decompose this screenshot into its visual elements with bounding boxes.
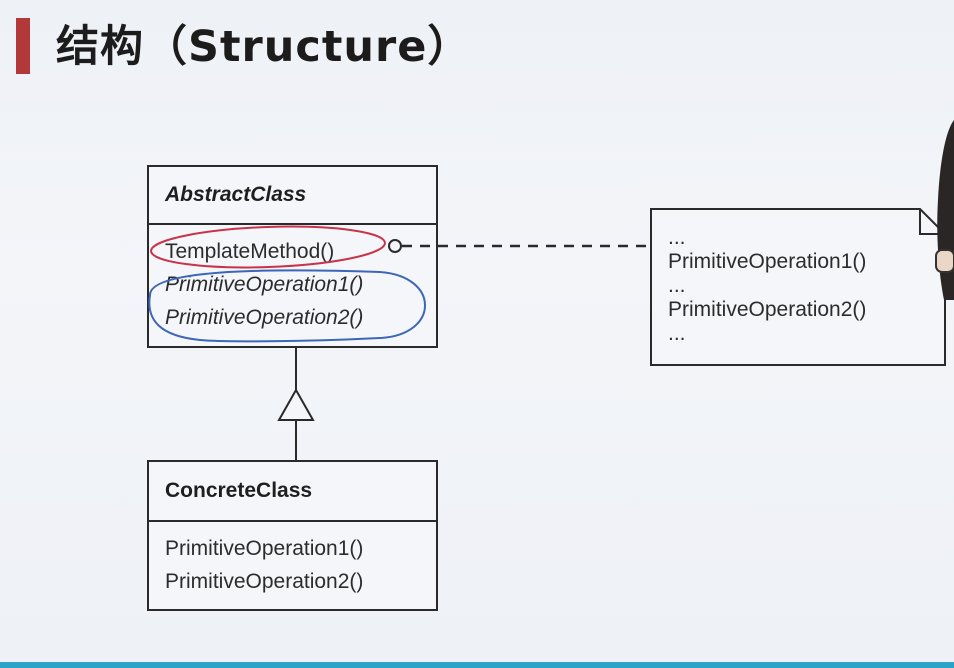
note-text: ... PrimitiveOperation1() ... PrimitiveO…: [668, 226, 866, 346]
bottom-strip: [0, 662, 954, 668]
blue-annotation-loop: [148, 269, 426, 343]
note-box: ... PrimitiveOperation1() ... PrimitiveO…: [650, 208, 946, 366]
concrete-class-operations: PrimitiveOperation1() PrimitiveOperation…: [149, 522, 436, 598]
abstract-class-box: AbstractClass TemplateMethod() Primitive…: [147, 165, 438, 348]
note-anchor-circle: [388, 239, 402, 253]
concrete-primitive-operation2-op: PrimitiveOperation2(): [165, 570, 364, 593]
slide-title: 结构（Structure）: [56, 22, 472, 72]
concrete-class-name: ConcreteClass: [149, 462, 436, 522]
note-line: PrimitiveOperation2(): [668, 298, 867, 321]
abstract-class-operations: TemplateMethod() PrimitiveOperation1() P…: [149, 225, 436, 334]
note-line: PrimitiveOperation1(): [668, 250, 867, 273]
primitive-operation2-op: PrimitiveOperation2(): [165, 306, 364, 329]
note-line: ...: [668, 226, 686, 249]
concrete-class-box: ConcreteClass PrimitiveOperation1() Prim…: [147, 460, 438, 611]
note-line: ...: [668, 274, 686, 297]
red-annotation-circle: [150, 225, 386, 269]
title-accent-bar: [16, 18, 30, 74]
concrete-primitive-operation1-op: PrimitiveOperation1(): [165, 537, 364, 560]
inheritance-triangle: [277, 387, 315, 421]
template-method-op: TemplateMethod(): [165, 240, 335, 263]
presenter-silhouette: [935, 120, 954, 300]
abstract-class-name: AbstractClass: [149, 167, 436, 225]
note-line: ...: [668, 322, 686, 345]
primitive-operation1-op: PrimitiveOperation1(): [165, 273, 364, 296]
